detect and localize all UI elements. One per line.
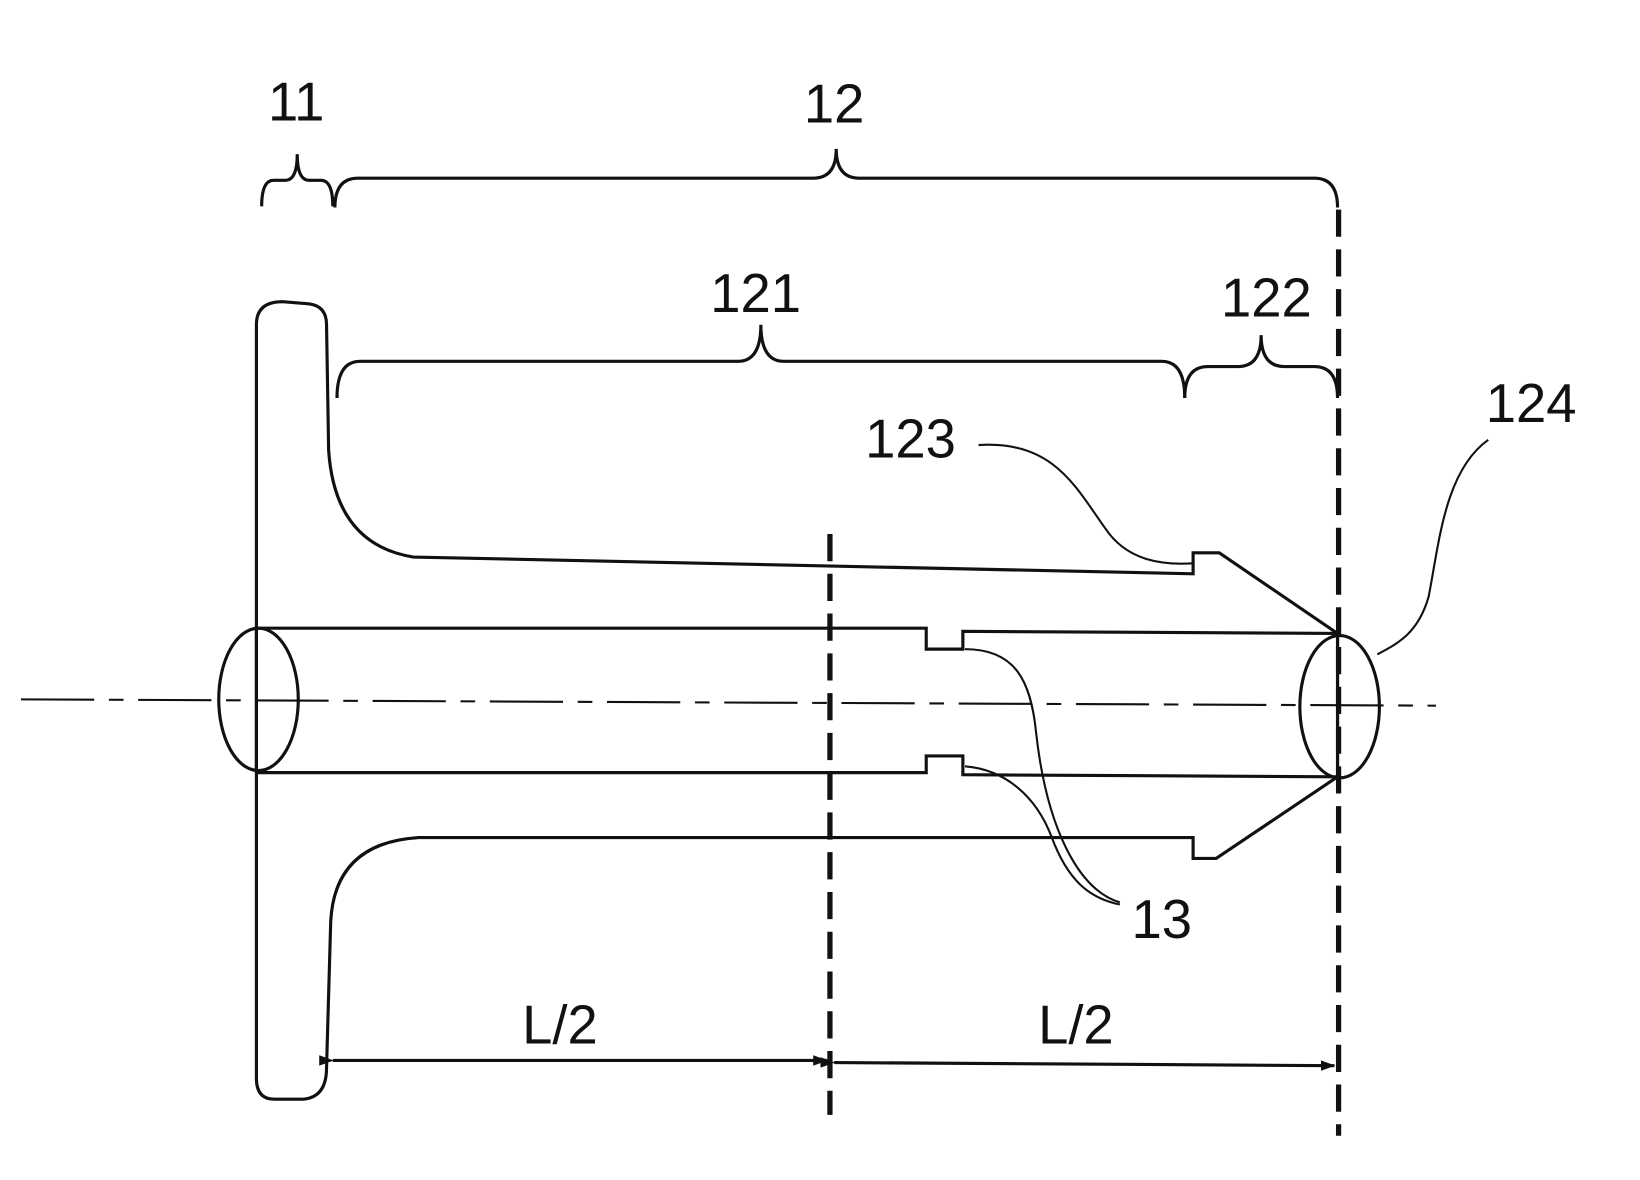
leader-124: [1376, 438, 1489, 656]
dimension-arrow-right: [820, 1057, 1336, 1071]
label-122: 122: [1221, 267, 1312, 328]
brace-12: [333, 148, 1340, 208]
leader-13-bottom: [964, 765, 1121, 906]
center-axis: [20, 698, 1436, 707]
brace-11: [260, 154, 335, 207]
dimension-label-left: L/2: [522, 995, 598, 1056]
brace-121: [335, 324, 1187, 398]
braces: [260, 148, 1340, 398]
leader-13-top: [964, 648, 1121, 904]
label-121: 121: [710, 263, 801, 324]
inlet-opening: [217, 626, 300, 773]
label-123: 123: [865, 409, 956, 470]
label-12: 12: [804, 74, 865, 135]
brace-122: [1183, 335, 1340, 398]
label-11: 11: [268, 72, 324, 133]
dimension-label-right: L/2: [1038, 995, 1114, 1056]
leader-123: [978, 443, 1194, 565]
label-124: 124: [1486, 373, 1577, 434]
label-13: 13: [1131, 889, 1192, 950]
